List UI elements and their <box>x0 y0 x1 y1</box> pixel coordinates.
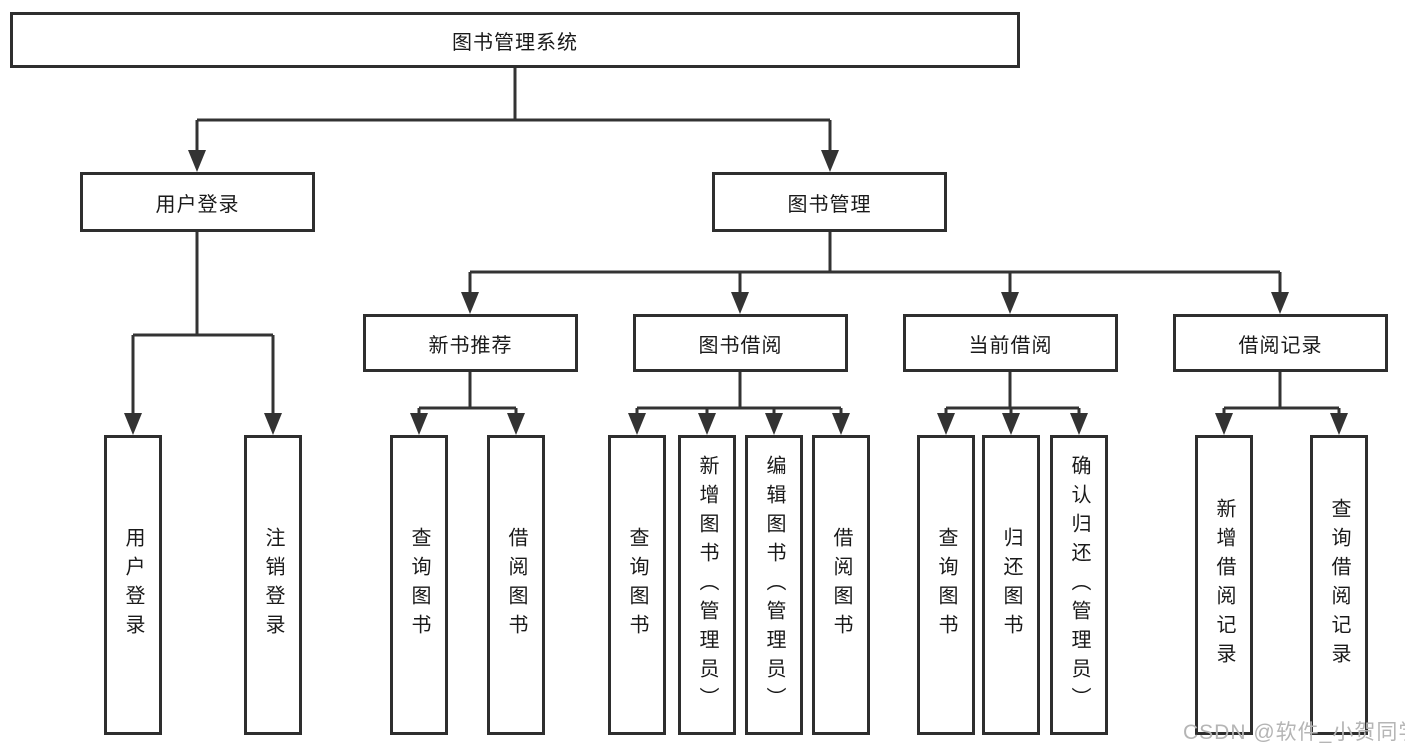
leaf-borrow-books: 借阅图书 <box>812 435 870 735</box>
connector-new-book-to-leaves <box>417 372 518 419</box>
node-library-management-system: 图书管理系统 <box>10 12 1020 68</box>
connector-root-to-level2 <box>195 68 832 154</box>
leaf-confirm-return-admin: 确认归还（管理员） <box>1050 435 1108 735</box>
node-current-borrowing: 当前借阅 <box>903 314 1118 372</box>
leaf-query-books-recommend: 查询图书 <box>390 435 448 735</box>
leaf-query-borrow-record: 查询借阅记录 <box>1310 435 1368 735</box>
leaf-query-books-borrow: 查询图书 <box>608 435 666 735</box>
leaf-query-books-current: 查询图书 <box>917 435 975 735</box>
node-book-borrowing: 图书借阅 <box>633 314 848 372</box>
leaf-add-book-admin: 新增图书（管理员） <box>678 435 736 735</box>
csdn-watermark: CSDN @软件_小贺同学 <box>1183 721 1405 744</box>
leaf-edit-book-admin: 编辑图书（管理员） <box>745 435 803 735</box>
connector-book-mgmt-to-level3 <box>468 232 1282 298</box>
connector-user-login-to-leaves <box>131 232 275 417</box>
connector-current-borrow-to-leaves <box>944 372 1081 419</box>
arrowheads <box>124 150 1348 435</box>
node-new-book-recommendation: 新书推荐 <box>363 314 578 372</box>
leaf-user-login: 用户登录 <box>104 435 162 735</box>
leaf-borrow-books-recommend: 借阅图书 <box>487 435 545 735</box>
connector-book-borrow-to-leaves <box>635 372 843 419</box>
node-user-login: 用户登录 <box>80 172 315 232</box>
leaf-return-book: 归还图书 <box>982 435 1040 735</box>
leaf-logout: 注销登录 <box>244 435 302 735</box>
leaf-add-borrow-record: 新增借阅记录 <box>1195 435 1253 735</box>
node-borrowing-records: 借阅记录 <box>1173 314 1388 372</box>
node-book-management: 图书管理 <box>712 172 947 232</box>
connector-borrow-record-to-leaves <box>1222 372 1341 419</box>
